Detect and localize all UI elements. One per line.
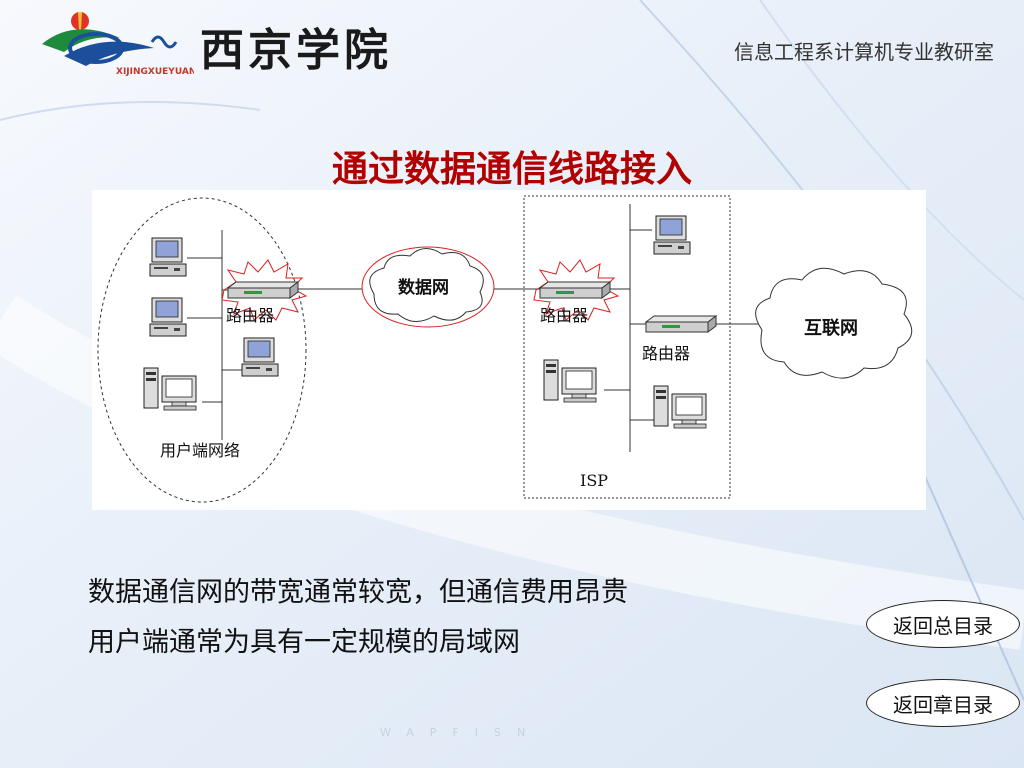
- back-to-chapter-menu-button[interactable]: 返回章目录: [866, 679, 1020, 727]
- data-network-highlight: [361, 246, 495, 328]
- user-pc-1: [149, 237, 187, 277]
- body-line-2: 用户端通常为具有一定规模的局域网: [88, 627, 520, 658]
- isp-router-inbound-label: 路由器: [540, 306, 588, 325]
- user-network-label: 用户端网络: [160, 441, 240, 460]
- isp-pc-top: [653, 215, 691, 255]
- user-pc-3: [241, 337, 279, 377]
- user-router-label: 路由器: [226, 306, 274, 325]
- user-router: [227, 281, 299, 299]
- logo-caption: XIJINGXUEYUAN: [116, 67, 194, 77]
- isp-label: ISP: [580, 471, 608, 490]
- slide-title: 通过数据通信线路接入: [331, 148, 692, 190]
- data-network-cloud: [369, 248, 484, 322]
- user-tower-pc: [143, 367, 197, 411]
- internet-label: 互联网: [804, 318, 858, 339]
- body-line-1: 数据通信网的带宽通常较宽，但通信费用昂贵: [88, 577, 628, 608]
- isp-tower-pc-1: [543, 359, 597, 403]
- internet-cloud: [755, 267, 913, 379]
- back-to-main-menu-button[interactable]: 返回总目录: [866, 600, 1020, 648]
- isp-router-outbound-label: 路由器: [642, 344, 690, 363]
- watermark: WAPFISN: [380, 726, 542, 739]
- data-network-label: 数据网: [398, 277, 449, 298]
- user-network-boundary: [97, 197, 307, 503]
- isp-boundary: [523, 195, 731, 499]
- department-name: 信息工程系计算机专业教研室: [734, 40, 994, 64]
- isp-tower-pc-2: [653, 385, 707, 429]
- school-name: 西京学院: [200, 25, 392, 76]
- isp-router-inbound: [539, 281, 611, 299]
- isp-router-outbound: [645, 315, 717, 333]
- user-pc-2: [149, 297, 187, 337]
- network-diagram: 路由器 用户端网络 数据网 路由器 路由器 ISP 互联网: [92, 190, 926, 510]
- body-text: 数据通信网的带宽通常较宽，但通信费用昂贵 用户端通常为具有一定规模的局域网: [88, 568, 628, 668]
- school-logo: XIJINGXUEYUAN: [42, 12, 194, 77]
